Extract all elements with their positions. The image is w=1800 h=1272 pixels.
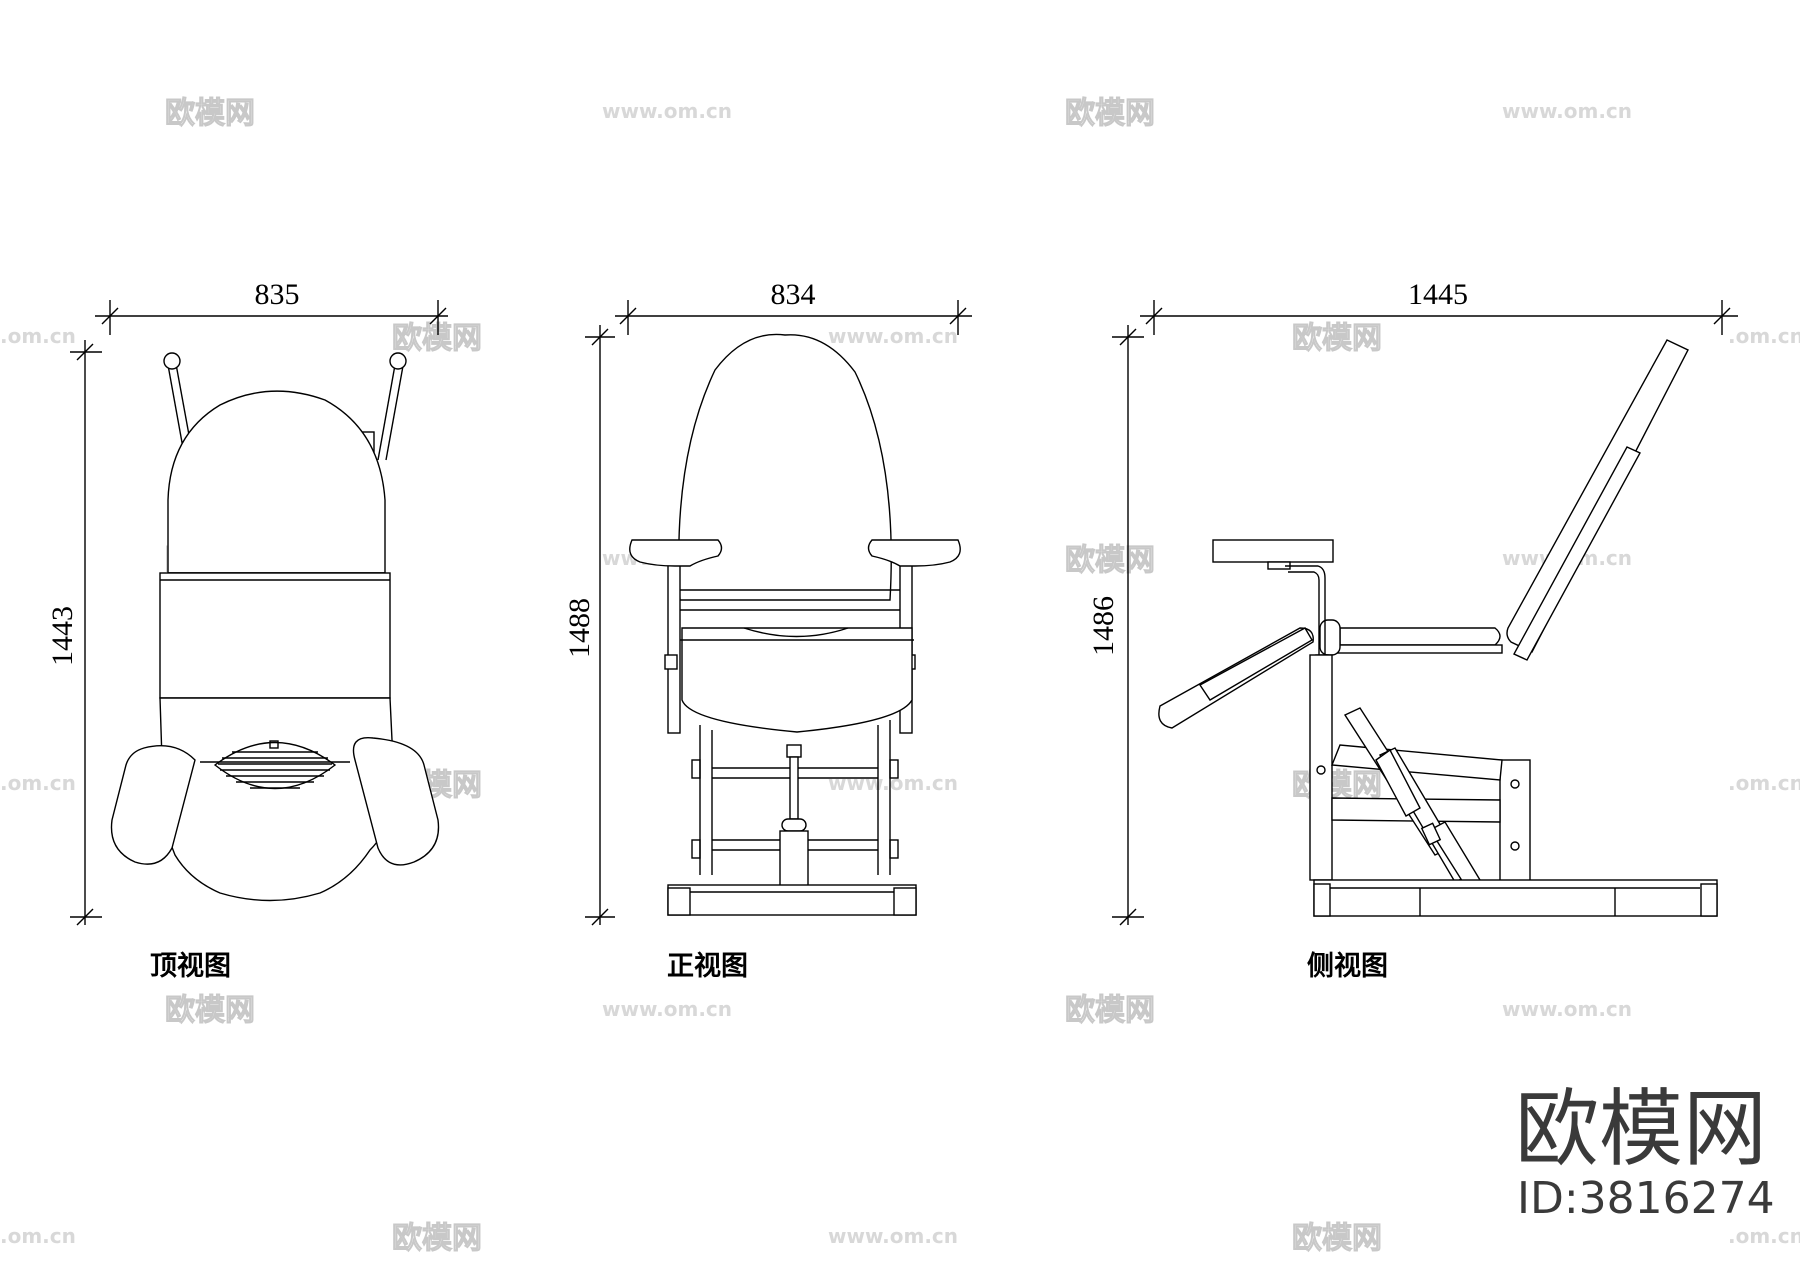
top-seat [159, 697, 398, 902]
side-width-dimension: 1445 [1140, 278, 1738, 335]
top-width-dimension: 835 [95, 278, 448, 335]
side-view: 1445 1486 [1087, 278, 1738, 982]
watermark-url: .om.cn [0, 324, 76, 348]
side-width-value: 1445 [1408, 278, 1468, 311]
brand-id: ID:3816274 [1517, 1173, 1775, 1224]
top-seat-cutout [200, 740, 350, 790]
brand-name: 欧模网 [1515, 1080, 1767, 1178]
side-leg-rest [1158, 627, 1314, 729]
side-view-caption: 侧视图 [1307, 951, 1388, 982]
watermark-url: www.om.cn [828, 1224, 958, 1248]
watermark-url: www.om.cn [828, 771, 958, 795]
top-left-leg-pad [110, 745, 196, 865]
watermark-logo: 欧模网 [1292, 321, 1382, 356]
side-backrest [1506, 339, 1689, 661]
front-base [667, 884, 917, 916]
watermark-logo: 欧模网 [165, 96, 255, 131]
top-height-dimension: 1443 [46, 340, 102, 926]
brand-logo: 欧模网 ID:3816274 [1515, 1080, 1775, 1224]
watermark-logo: 欧模网 [1065, 993, 1155, 1028]
watermark-logo: 欧模网 [165, 993, 255, 1028]
watermark-logo: 欧模网 [1065, 96, 1155, 131]
front-height-dimension: 1488 [563, 325, 615, 926]
front-width-dimension: 834 [615, 278, 972, 335]
front-seat [681, 627, 913, 733]
front-backrest [678, 333, 892, 601]
front-height-value: 1488 [563, 598, 596, 658]
watermark-logo: 欧模网 [1065, 543, 1155, 578]
watermark-url: www.om.cn [602, 99, 732, 123]
side-seat [1319, 619, 1503, 656]
watermark-logo: 欧模网 [1292, 1221, 1382, 1256]
side-base [1313, 879, 1718, 917]
watermark-url: .om.cn [1728, 771, 1800, 795]
watermark-url: .om.cn [0, 1224, 76, 1248]
top-backrest [159, 572, 391, 699]
watermark-url: .om.cn [1728, 324, 1800, 348]
top-handles [163, 352, 407, 461]
top-right-leg-pad [352, 736, 440, 866]
top-height-value: 1443 [46, 606, 79, 666]
side-height-dimension: 1486 [1087, 325, 1144, 926]
watermark-logo: 欧模网 [392, 321, 482, 356]
watermark-url: www.om.cn [1502, 997, 1632, 1021]
side-height-value: 1486 [1087, 596, 1120, 656]
watermark-url: .om.cn [0, 771, 76, 795]
watermark-url: www.om.cn [1502, 99, 1632, 123]
watermark-logo: 欧模网 [392, 1221, 482, 1256]
watermark-url: www.om.cn [602, 997, 732, 1021]
top-view: 835 1443 [46, 278, 448, 982]
watermark-url: www.om.cn [828, 324, 958, 348]
front-hydraulic-column [779, 744, 809, 892]
top-width-value: 835 [255, 278, 300, 311]
front-left-armrest [629, 539, 723, 567]
top-headrest [167, 390, 386, 574]
front-right-armrest [867, 539, 961, 567]
front-width-value: 834 [771, 278, 816, 311]
front-view-caption: 正视图 [667, 951, 748, 982]
watermark-url: .om.cn [1728, 1224, 1800, 1248]
front-view: 834 1488 [563, 278, 972, 982]
top-view-caption: 顶视图 [150, 951, 231, 982]
side-hydraulic-cylinder [1375, 748, 1421, 817]
